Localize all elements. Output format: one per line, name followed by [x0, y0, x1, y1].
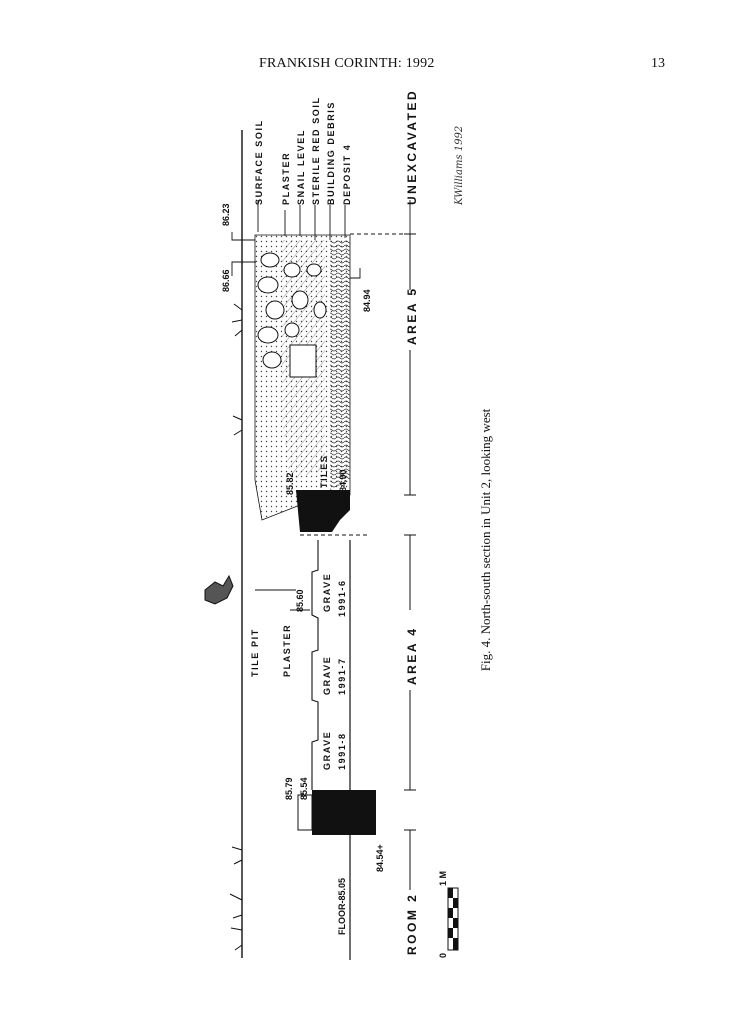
tile-pit-sketch [204, 574, 234, 605]
elevation-84-94: 84.94 [362, 289, 372, 312]
page-header-title: FRANKISH CORINTH: 1992 [259, 56, 435, 71]
tile-pit-fill [296, 490, 350, 532]
artist-signature: KWilliams 1992 [454, 126, 465, 206]
elevation-floor-85-05: FLOOR-85.05 [337, 878, 347, 935]
elevation-85-54: 85.54 [299, 777, 309, 800]
room2-wall-cap [297, 794, 313, 831]
label-sterile-red-soil: STERILE RED SOIL [311, 96, 321, 205]
elevation-85-60: 85.60 [295, 589, 305, 612]
leader-lines [231, 200, 411, 611]
figure-caption: Fig. 4. North-south section in Unit 2, l… [478, 408, 493, 672]
area-extent-markers [404, 233, 416, 890]
grave-cuts [311, 540, 319, 790]
scale-label-one-meter: 1 M [438, 871, 448, 886]
label-room-2: ROOM 2 [405, 893, 419, 955]
label-area-4: AREA 4 [405, 626, 419, 685]
label-tiles: TILES [319, 454, 329, 488]
elevation-86-23: 86.23 [221, 203, 231, 226]
grave-1991-6-id: 1991-6 [337, 579, 347, 617]
grass-tufts [229, 303, 243, 951]
page-number: 13 [651, 56, 665, 71]
grave-1991-8-label: GRAVE [322, 731, 332, 770]
label-surface-soil: SURFACE SOIL [254, 119, 264, 205]
elevation-85-82: 85.82 [285, 472, 295, 495]
grave-1991-6-label: GRAVE [322, 573, 332, 612]
elevation-86-66: 86.66 [221, 269, 231, 292]
grave-1991-7-label: GRAVE [322, 656, 332, 695]
elevation-85-79: 85.79 [284, 777, 294, 800]
label-building-debris: BUILDING DEBRIS [326, 101, 336, 205]
label-tile-pit: TILE PIT [250, 628, 260, 677]
label-plaster-top: PLASTER [281, 152, 291, 205]
grave-1991-7-id: 1991-7 [337, 657, 347, 695]
deposit-fill [330, 240, 350, 490]
label-unexcavated: UNEXCAVATED [405, 89, 419, 205]
label-area-5: AREA 5 [405, 286, 419, 345]
elevation-84-90: 84.90 [338, 469, 348, 492]
stones [257, 252, 327, 378]
label-snail-level: SNAIL LEVEL [296, 129, 306, 205]
room2-wall-block [312, 790, 376, 835]
elevation-84-54: 84.54+ [375, 844, 385, 872]
scale-label-zero: 0 [438, 953, 448, 958]
label-deposit-4: DEPOSIT 4 [342, 144, 352, 205]
label-plaster-mid: PLASTER [282, 624, 292, 677]
scale-bar [447, 887, 459, 951]
grave-1991-8-id: 1991-8 [337, 732, 347, 770]
